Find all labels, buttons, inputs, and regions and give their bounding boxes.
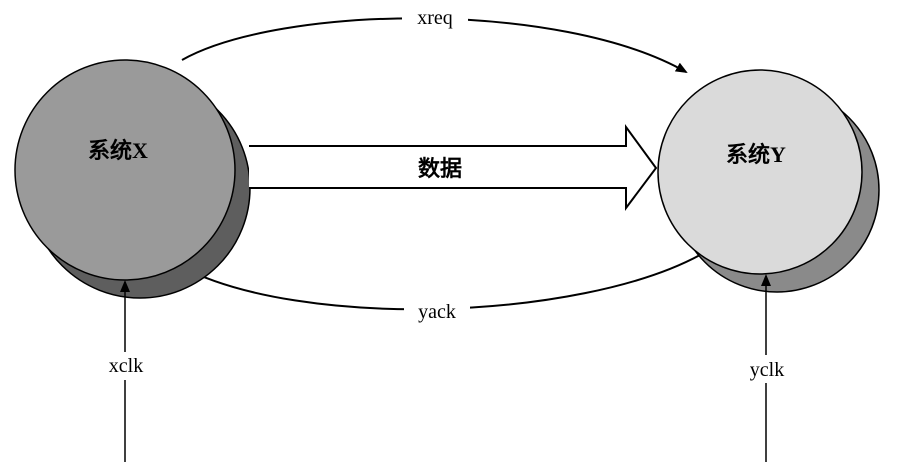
system-x-label: 系统X: [88, 138, 148, 163]
yack-label: yack: [418, 301, 456, 323]
yclk-label: yclk: [750, 359, 784, 381]
xclk-label: xclk: [109, 355, 143, 377]
system-x-node: [14, 59, 236, 281]
data-arrow: [249, 123, 658, 211]
data-label: 数据: [418, 156, 462, 181]
xreq-label: xreq: [417, 7, 453, 29]
system-y-node: [657, 69, 863, 275]
system-y-label: 系统Y: [726, 142, 786, 167]
